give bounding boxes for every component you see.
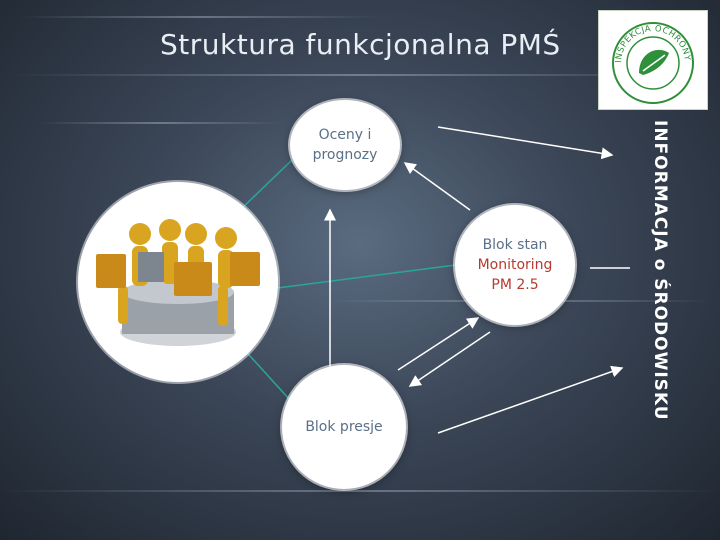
node-label: Blok stan (483, 235, 548, 255)
node-label-pm25: PM 2.5 (491, 275, 538, 295)
arrow (405, 163, 470, 210)
node-pressures-block: Blok presje (282, 365, 406, 489)
node-label: prognozy (313, 145, 378, 165)
gold-figures-laptops-icon (78, 182, 278, 382)
workers-illustration (78, 182, 278, 382)
arrow (438, 127, 612, 155)
connector-line (262, 265, 456, 290)
connector-line (240, 160, 292, 210)
node-label: Blok presje (305, 417, 382, 437)
node-assessments-forecasts: Oceny i prognozy (290, 100, 400, 190)
node-state-block: Blok stan Monitoring PM 2.5 (455, 205, 575, 325)
node-label: Oceny i (319, 125, 372, 145)
node-label-monitoring: Monitoring (478, 255, 553, 275)
arrow (438, 368, 622, 433)
arrow (398, 318, 478, 370)
arrow (410, 332, 490, 386)
